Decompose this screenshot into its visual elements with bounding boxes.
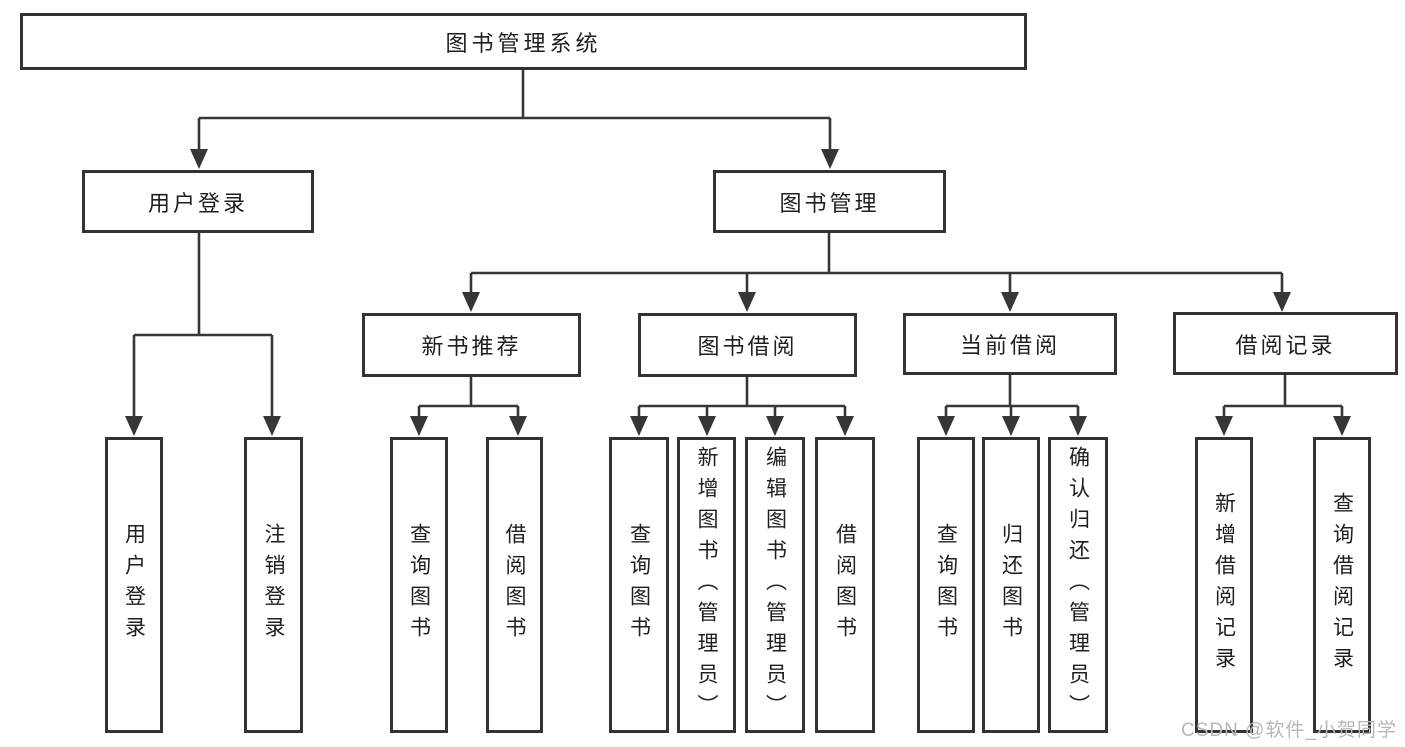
leaf-label: 查询图书: [934, 523, 958, 647]
leaf-return-books: 归还图书: [982, 437, 1040, 733]
leaf-current-query-books: 查询图书: [917, 437, 975, 733]
node-book-management-label: 图书管理: [779, 190, 880, 216]
csdn-watermark: CSDN @软件_小贺同学: [1181, 720, 1397, 741]
leaf-label: 归还图书: [999, 523, 1023, 647]
leaf-add-books-admin: 新增图书（管理员）: [677, 437, 736, 733]
node-root-label: 图书管理系统: [445, 30, 602, 56]
leaf-borrow-query-books: 查询图书: [609, 437, 669, 733]
leaf-label: 确认归还（管理员）: [1066, 445, 1090, 725]
leaf-recommend-borrow-books: 借阅图书: [486, 437, 543, 733]
leaf-borrow-books: 借阅图书: [815, 437, 875, 733]
leaf-query-borrow-record: 查询借阅记录: [1313, 437, 1371, 733]
node-current-borrow: 当前借阅: [903, 313, 1117, 375]
node-book-borrow-label: 图书借阅: [697, 334, 798, 359]
node-current-borrow-label: 当前借阅: [959, 333, 1060, 358]
leaf-label: 查询图书: [407, 523, 431, 647]
node-book-borrow: 图书借阅: [638, 313, 857, 377]
leaf-label: 查询图书: [627, 523, 651, 647]
node-book-management: 图书管理: [713, 170, 946, 233]
leaf-logout: 注销登录: [244, 437, 303, 733]
leaf-label: 新增图书（管理员）: [695, 445, 718, 725]
node-user-login-label: 用户登录: [147, 190, 248, 216]
leaf-recommend-query-books: 查询图书: [390, 437, 448, 733]
leaf-label: 查询借阅记录: [1330, 492, 1354, 678]
node-new-book-recommend-label: 新书推荐: [421, 334, 522, 359]
leaf-user-login: 用户登录: [105, 437, 163, 733]
node-root: 图书管理系统: [20, 13, 1027, 70]
leaf-label: 借阅图书: [503, 523, 526, 647]
leaf-label: 编辑图书（管理员）: [763, 445, 787, 725]
leaf-confirm-return-admin: 确认归还（管理员）: [1048, 437, 1108, 733]
node-new-book-recommend: 新书推荐: [362, 313, 581, 377]
node-borrow-records-label: 借阅记录: [1235, 332, 1336, 358]
leaf-label: 用户登录: [122, 523, 146, 647]
node-user-login: 用户登录: [82, 170, 314, 233]
leaf-label: 借阅图书: [833, 523, 857, 647]
leaf-label: 注销登录: [262, 523, 285, 647]
leaf-edit-books-admin: 编辑图书（管理员）: [745, 437, 805, 733]
leaf-label: 新增借阅记录: [1212, 492, 1236, 678]
node-borrow-records: 借阅记录: [1173, 312, 1398, 375]
leaf-add-borrow-record: 新增借阅记录: [1195, 437, 1253, 733]
